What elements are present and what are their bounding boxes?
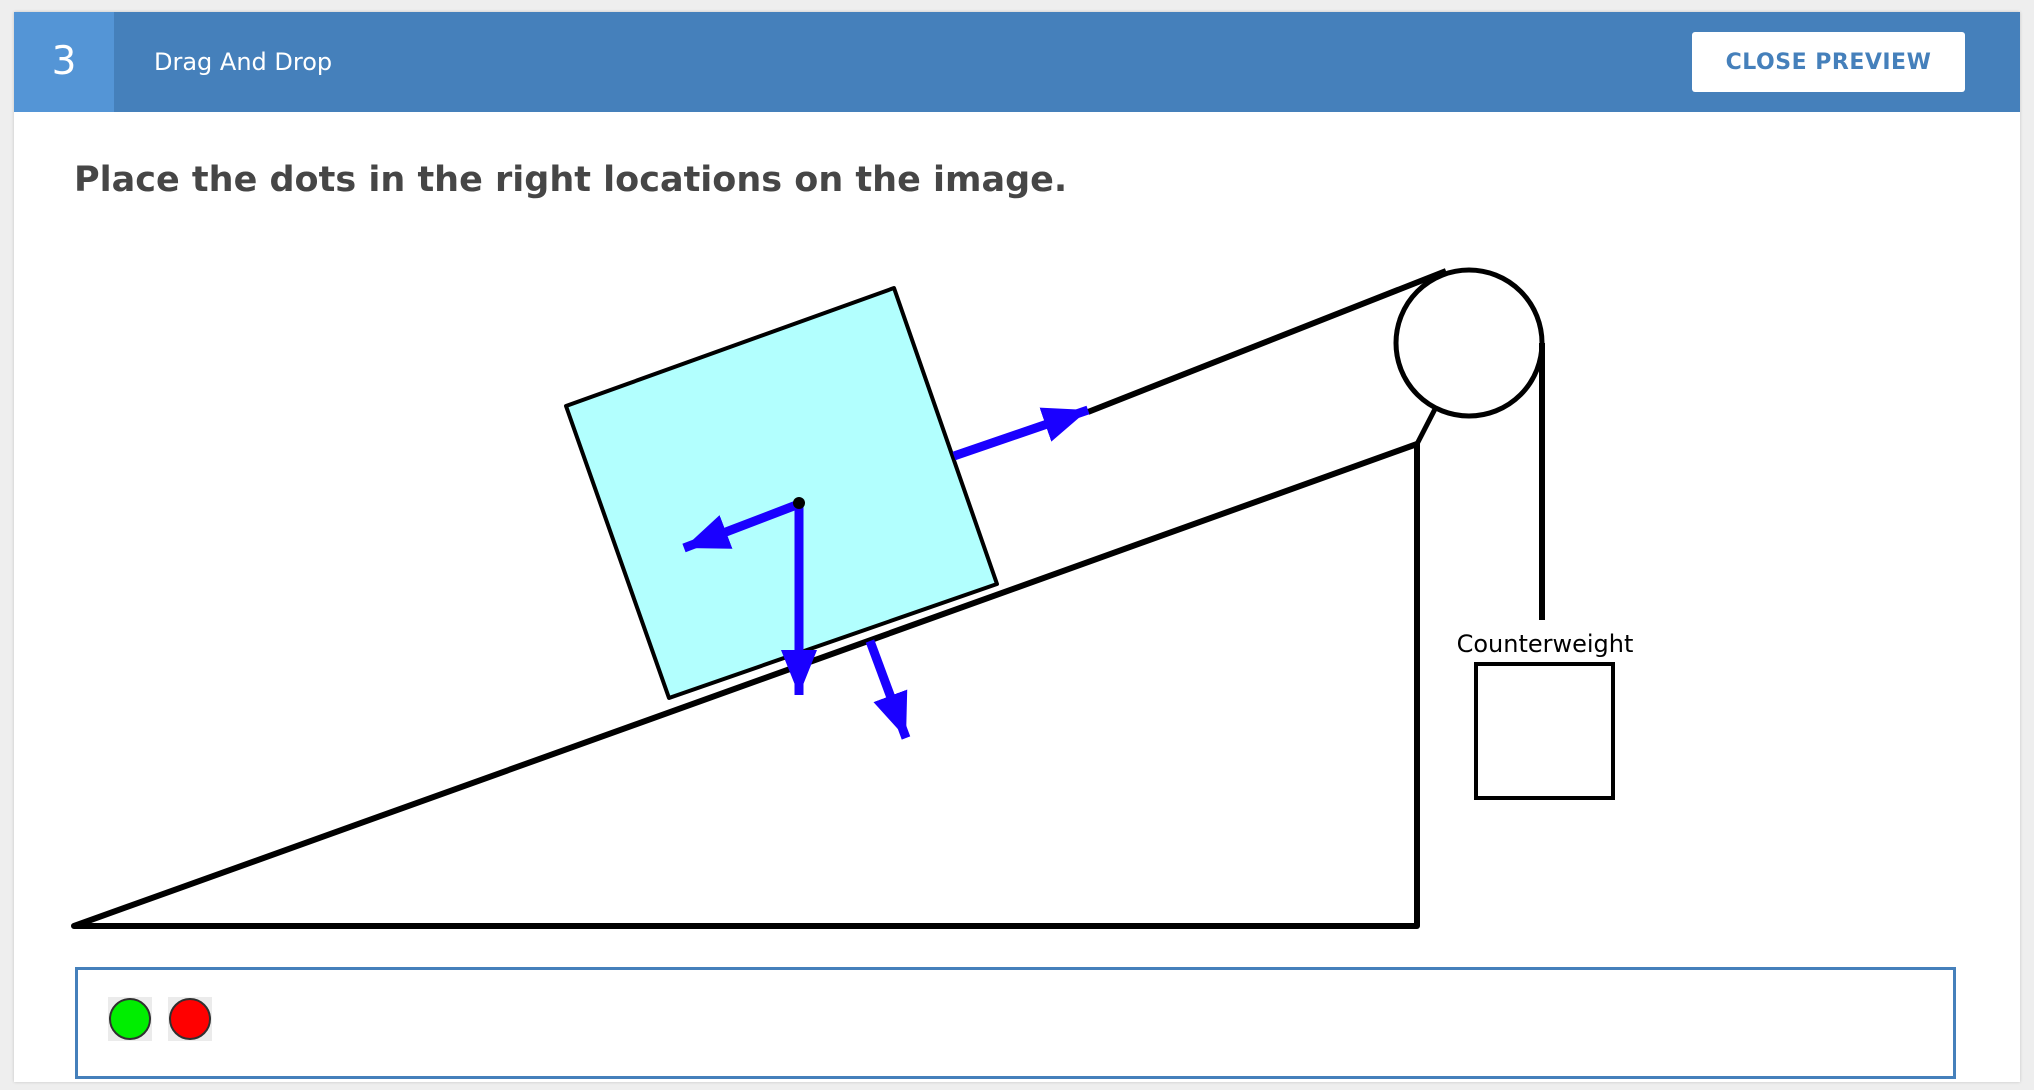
question-title: Drag And Drop: [154, 48, 333, 76]
incline-ramp: [71, 441, 1420, 929]
question-card: 3 Drag And Drop CLOSE PREVIEW Place the …: [14, 12, 2020, 1082]
question-instructions: Place the dots in the right locations on…: [74, 160, 1068, 200]
center-of-mass-point: [793, 497, 805, 509]
surface-force-arrow: [865, 639, 911, 740]
counterweight-box: [1474, 662, 1615, 800]
green-dot-token[interactable]: [108, 997, 152, 1041]
close-preview-button[interactable]: CLOSE PREVIEW: [1692, 32, 1965, 92]
sliding-block: [564, 286, 999, 700]
question-header: 3 Drag And Drop CLOSE PREVIEW: [14, 12, 2020, 112]
green-dot-icon: [109, 998, 151, 1040]
question-number: 3: [14, 12, 114, 112]
red-dot-token[interactable]: [168, 997, 212, 1041]
friction-arrow: [682, 499, 801, 553]
inclined-plane-diagram[interactable]: Counterweight: [14, 12, 2020, 1082]
counterweight-label: Counterweight: [1457, 630, 1634, 658]
rope-incline-segment: [1086, 268, 1448, 415]
pulley-wheel: [1393, 267, 1545, 419]
red-dot-icon: [169, 998, 211, 1040]
tension-arrow: [952, 405, 1090, 461]
draggable-token-tray[interactable]: [75, 967, 1956, 1079]
